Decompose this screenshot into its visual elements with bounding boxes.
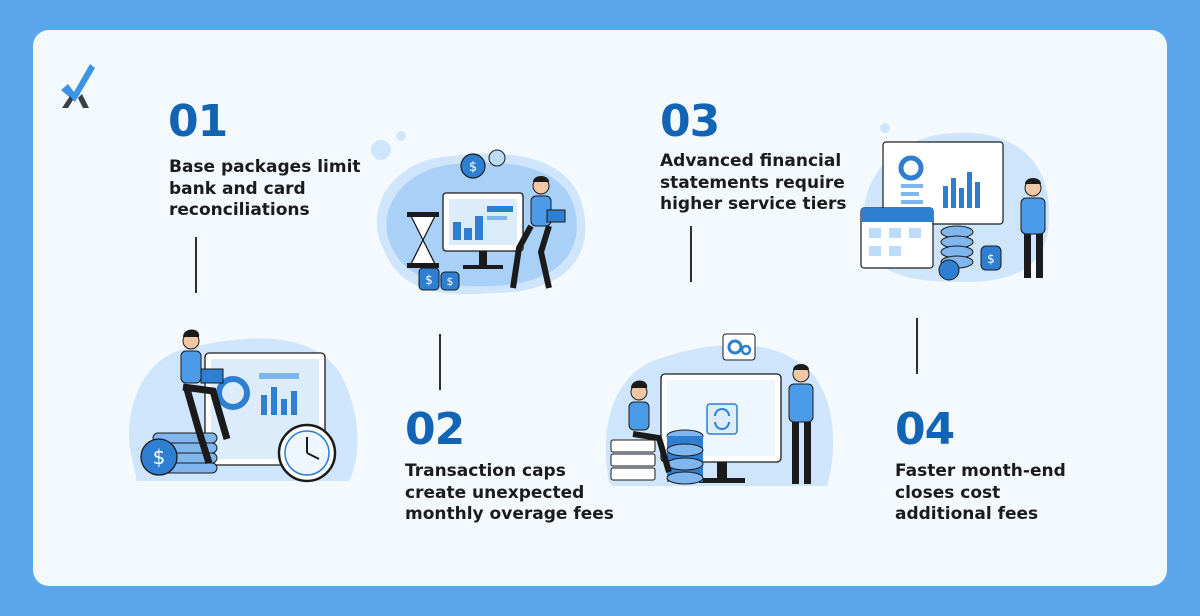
step-1-number: 01 [168, 96, 228, 147]
svg-text:$: $ [447, 275, 454, 288]
step-3-number: 03 [660, 96, 720, 147]
people-server-gears-illustration [601, 312, 841, 502]
step-2-number: 02 [405, 404, 465, 455]
step-2-text: Transaction caps create unexpected month… [405, 461, 614, 524]
person-laptop-hourglass-coins-illustration: $ $ $ [363, 128, 603, 308]
svg-text:$: $ [469, 160, 477, 175]
step-3-connector [690, 226, 692, 282]
step-3-text: Advanced financial statements require hi… [660, 151, 847, 214]
svg-text:$: $ [425, 273, 433, 287]
step-1-connector [195, 237, 197, 293]
step-4-number: 04 [895, 404, 955, 455]
step-2-connector [439, 334, 441, 390]
check-x-logo-icon [59, 60, 95, 110]
infographic-card: 01 Base packages limit bank and card rec… [33, 30, 1167, 586]
svg-text:$: $ [987, 252, 995, 266]
step-4-connector [916, 318, 918, 374]
step-4-text: Faster month-end closes cost additional … [895, 461, 1066, 524]
man-chart-calendar-coins-illustration: $ [853, 122, 1053, 282]
svg-text:$: $ [153, 445, 166, 469]
step-1-text: Base packages limit bank and card reconc… [169, 157, 361, 220]
woman-coins-clock-dashboard-illustration: $ [123, 313, 373, 485]
